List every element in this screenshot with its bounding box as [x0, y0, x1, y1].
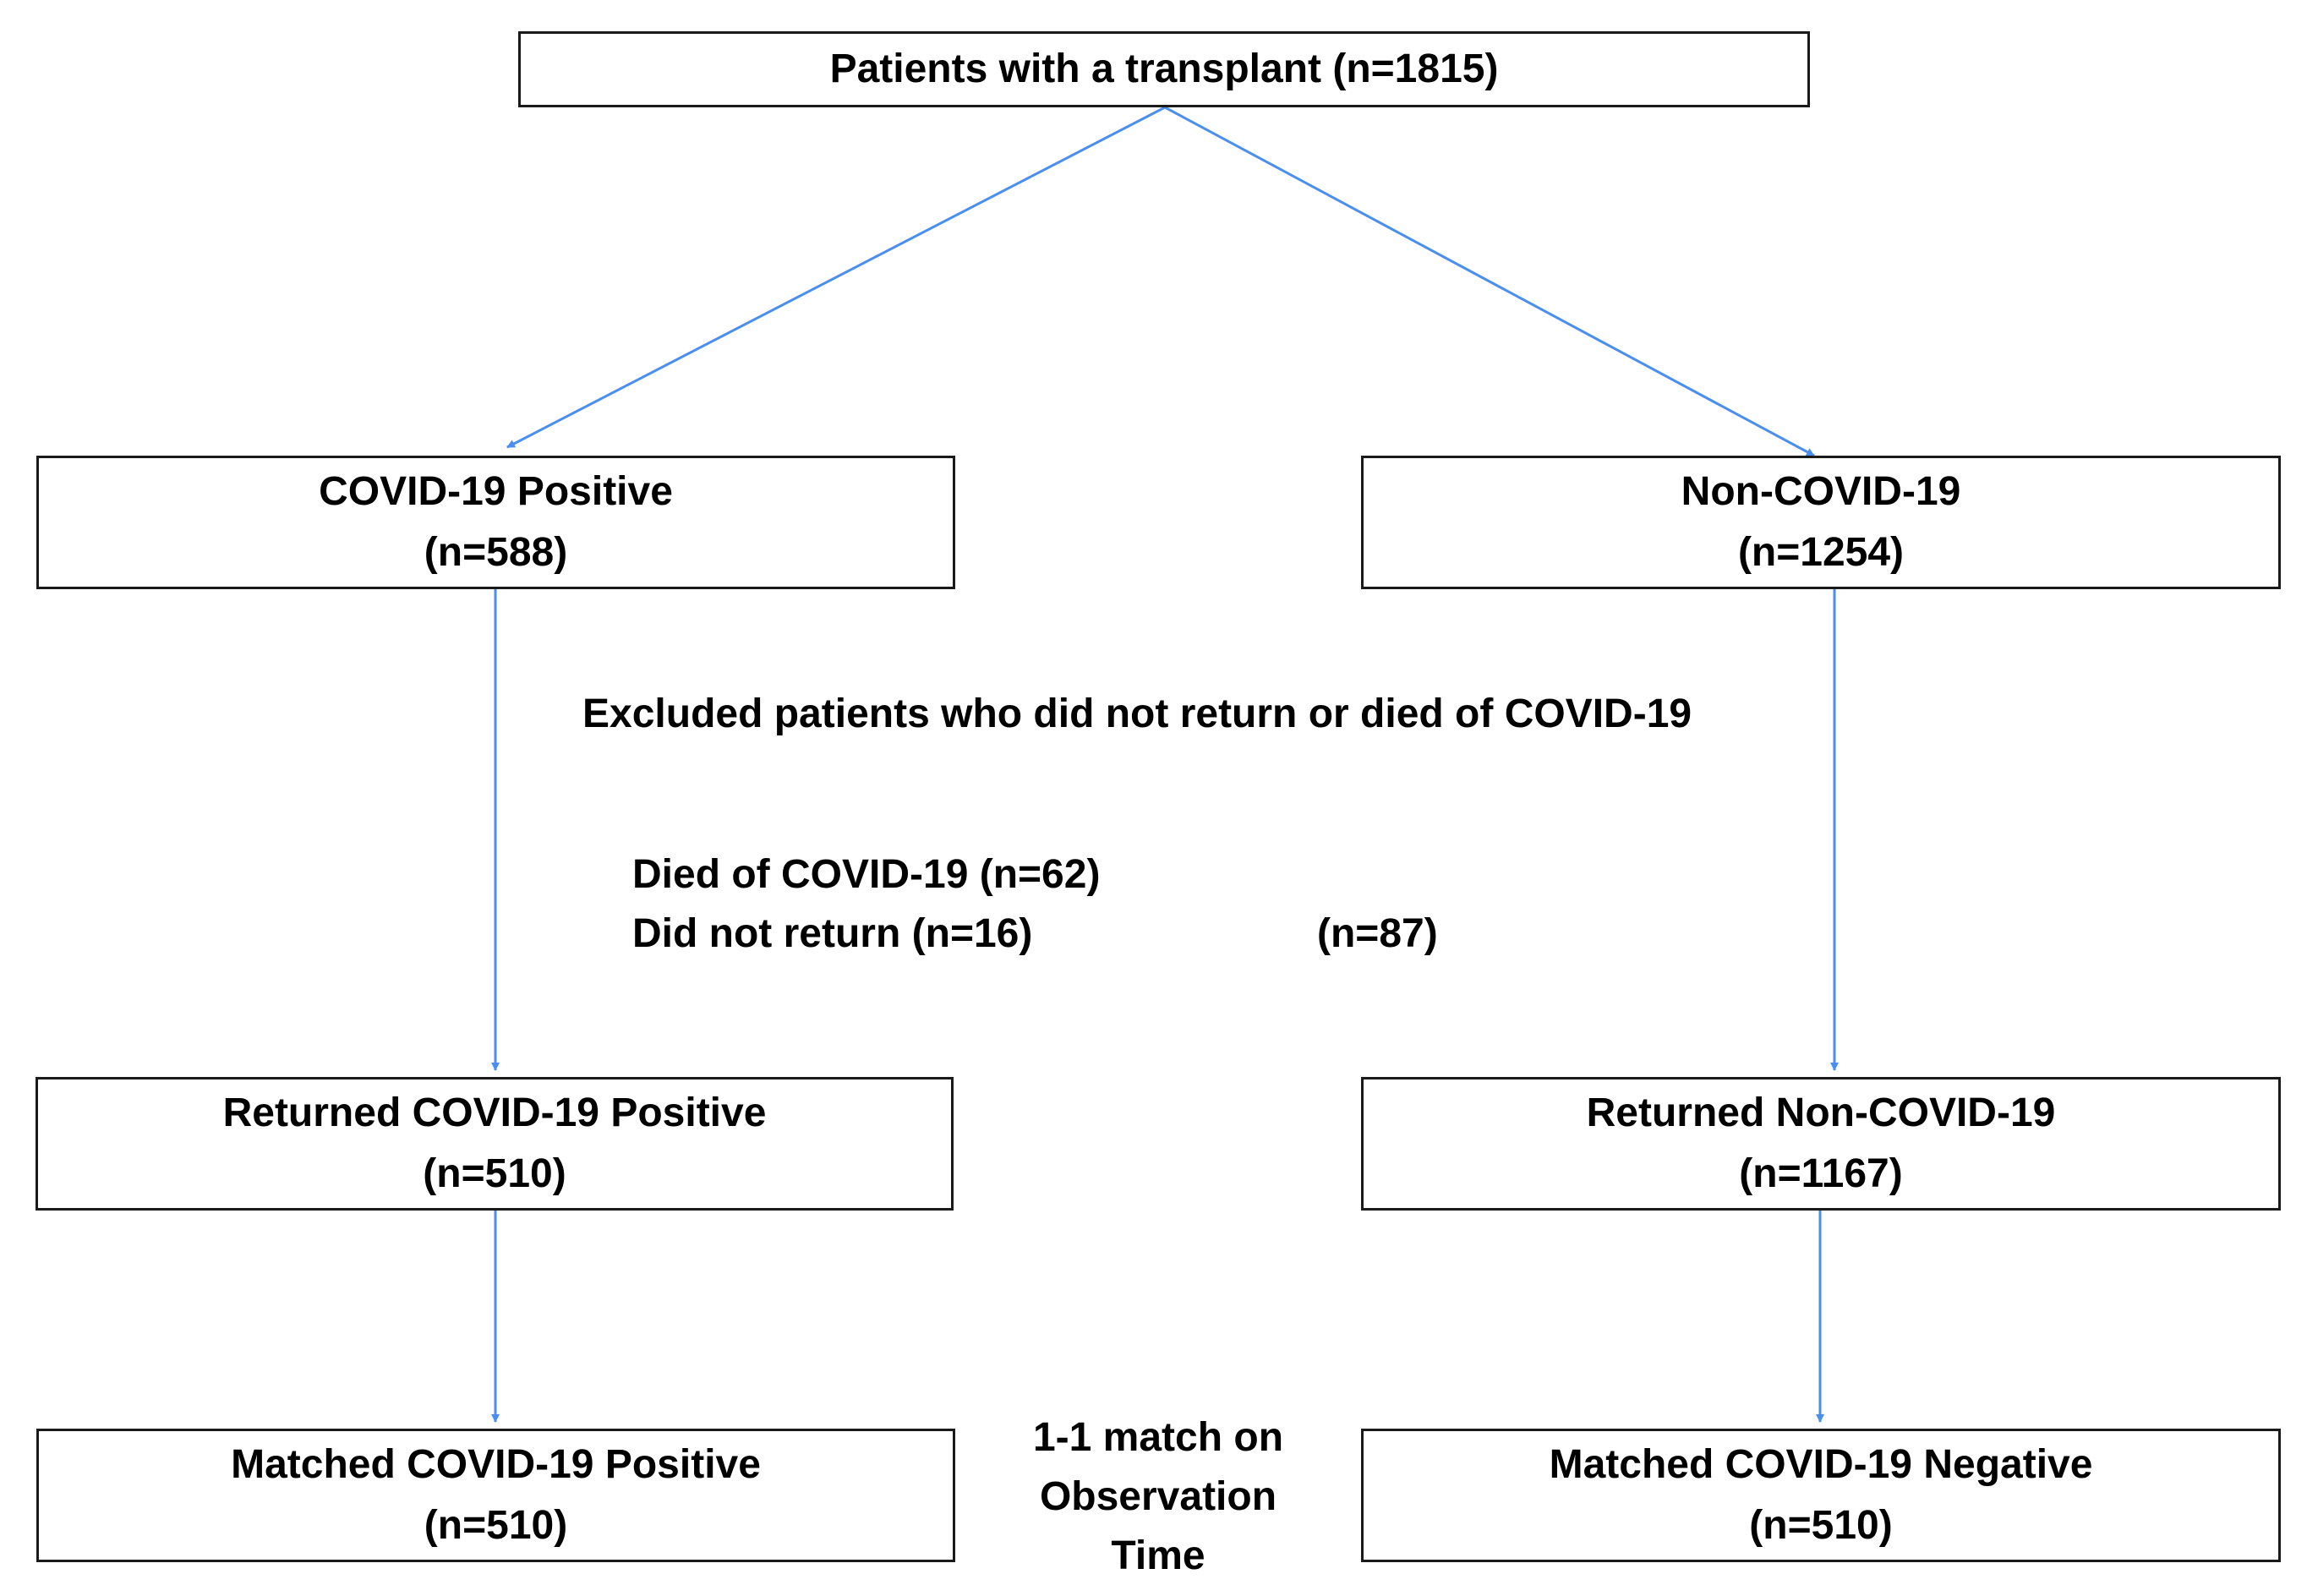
box-covid-positive: COVID-19 Positive (n=588) [36, 456, 955, 589]
exclusion-died-count: Died of COVID-19 (n=62) [632, 852, 1101, 897]
box-matched-covid-positive-title: Matched COVID-19 Positive [231, 1442, 761, 1487]
box-matched-covid-negative-count: (n=510) [1749, 1503, 1893, 1548]
exclusion-heading: Excluded patients who did not return or … [582, 691, 1692, 736]
box-non-covid: Non-COVID-19 (n=1254) [1361, 456, 2281, 589]
box-matched-covid-negative-title: Matched COVID-19 Negative [1549, 1442, 2093, 1487]
box-non-covid-title: Non-COVID-19 [1681, 469, 1961, 514]
arrow-top-to-covid-positive [506, 106, 1166, 449]
match-note-line-2: Observation [1039, 1474, 1277, 1519]
box-matched-covid-positive: Matched COVID-19 Positive (n=510) [36, 1429, 955, 1562]
box-covid-positive-count: (n=588) [424, 530, 568, 575]
match-note-line-3: Time [1111, 1533, 1205, 1578]
box-matched-covid-negative: Matched COVID-19 Negative (n=510) [1361, 1429, 2281, 1562]
box-non-covid-count: (n=1254) [1737, 530, 1905, 575]
match-note: 1-1 match on Observation Time [989, 1408, 1327, 1586]
box-returned-non-covid: Returned Non-COVID-19 (n=1167) [1361, 1077, 2281, 1211]
box-covid-positive-title: COVID-19 Positive [319, 469, 673, 514]
box-patients-with-transplant: Patients with a transplant (n=1815) [518, 31, 1810, 107]
box-returned-covid-positive-title: Returned COVID-19 Positive [222, 1090, 767, 1135]
exclusion-non-covid-count: (n=87) [1317, 911, 1438, 956]
box-returned-covid-positive: Returned COVID-19 Positive (n=510) [36, 1077, 954, 1211]
box-returned-non-covid-title: Returned Non-COVID-19 [1586, 1090, 2056, 1135]
box-returned-non-covid-count: (n=1167) [1739, 1151, 1903, 1196]
box-returned-covid-positive-count: (n=510) [423, 1151, 566, 1196]
match-note-line-1: 1-1 match on [1032, 1415, 1284, 1460]
box-matched-covid-positive-count: (n=510) [424, 1503, 568, 1548]
box-patients-with-transplant-label: Patients with a transplant (n=1815) [829, 46, 1499, 91]
arrow-top-to-non-covid [1164, 106, 1815, 457]
exclusion-did-not-return-count: Did not return (n=16) [632, 911, 1033, 956]
